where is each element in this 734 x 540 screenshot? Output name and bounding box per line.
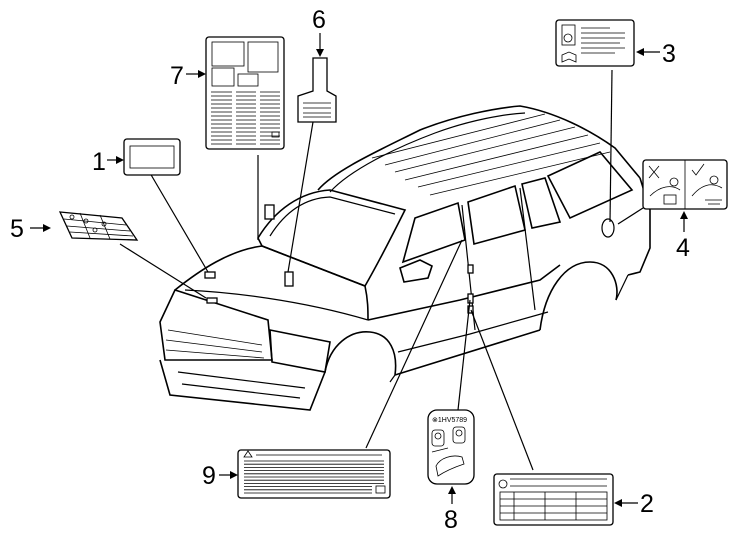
- callout-arrows: [30, 33, 688, 507]
- label-5-grid: [58, 211, 139, 241]
- callout-4: 4: [676, 234, 690, 262]
- callout-9: 9: [202, 462, 216, 490]
- callout-8: 8: [444, 506, 458, 534]
- vehicle-outline: [159, 105, 651, 411]
- callout-numbers: 1 2 3 4 5 6 7 8 9: [10, 6, 690, 534]
- leader-lines: [119, 69, 644, 471]
- callout-5: 5: [10, 215, 24, 243]
- label-8-airbag: ⊗1HV5789: [427, 409, 475, 485]
- callout-1: 1: [92, 148, 106, 176]
- callout-3: 3: [662, 40, 676, 68]
- label-1-plain: [123, 138, 181, 176]
- callout-7: 7: [170, 62, 184, 90]
- label-8-code: ⊗1HV5789: [432, 417, 467, 424]
- label-2-table: [493, 473, 614, 526]
- label-6-tag: [297, 57, 337, 123]
- label-4-fuel-warning: [642, 159, 728, 210]
- label-9-tire-info: [237, 449, 391, 499]
- label-3-info: [555, 19, 635, 67]
- callout-6: 6: [312, 6, 326, 34]
- label-7-fuse-chart: [205, 36, 285, 150]
- callout-2: 2: [640, 490, 654, 518]
